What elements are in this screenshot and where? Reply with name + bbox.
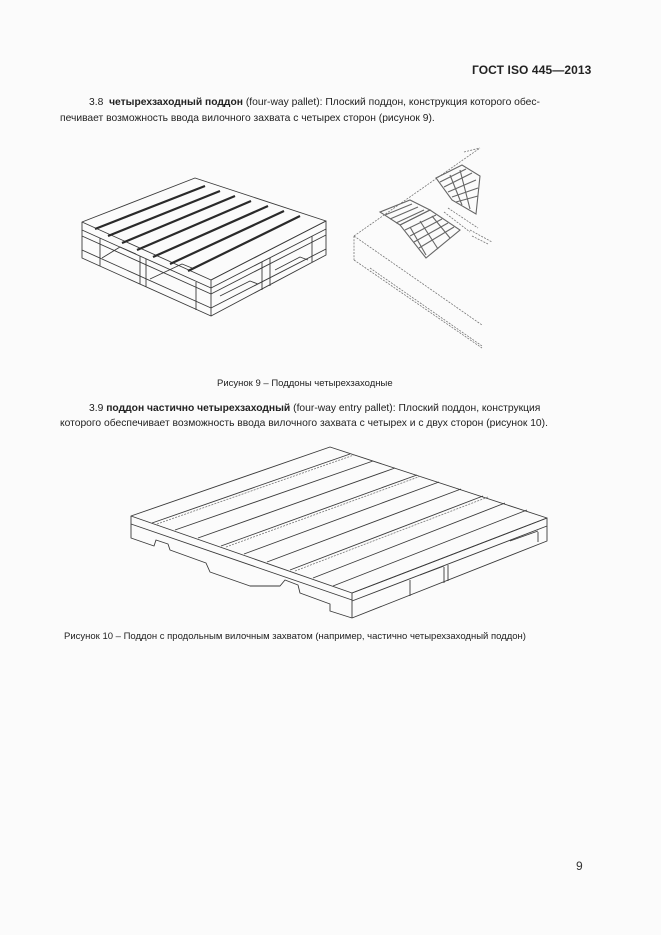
section-number: 3.9 [89, 403, 104, 414]
english-term: (four-way pallet) [245, 97, 320, 108]
term: поддон частично четырехзаходный [106, 403, 291, 414]
section-3-9-line1: 3.9 поддон частично четырехзаходный (fou… [89, 401, 540, 417]
standard-code: ГОСТ ISO 445—2013 [472, 63, 592, 77]
definition: : Плоский поддон, конструкция [392, 403, 541, 414]
section-3-9-line2: которого обеспечивает возможность ввода … [60, 418, 548, 429]
term: четырехзаходный поддон [109, 97, 243, 108]
figure-9-caption: Рисунок 9 – Поддоны четырехзаходные [217, 378, 393, 389]
section-number: 3.8 [89, 97, 104, 108]
page-number: 9 [576, 859, 583, 873]
section-3-8-line2: печивает возможность ввода вилочного зах… [60, 113, 435, 124]
section-3-8-line1: 3.8 четырехзаходный поддон (four-way pal… [89, 95, 540, 111]
english-term: (four-way entry pallet) [293, 403, 393, 414]
figure-10-caption: Рисунок 10 – Поддон с продольным вилочны… [64, 631, 526, 642]
definition: : Плоский поддон, конструкция которого о… [319, 97, 540, 108]
